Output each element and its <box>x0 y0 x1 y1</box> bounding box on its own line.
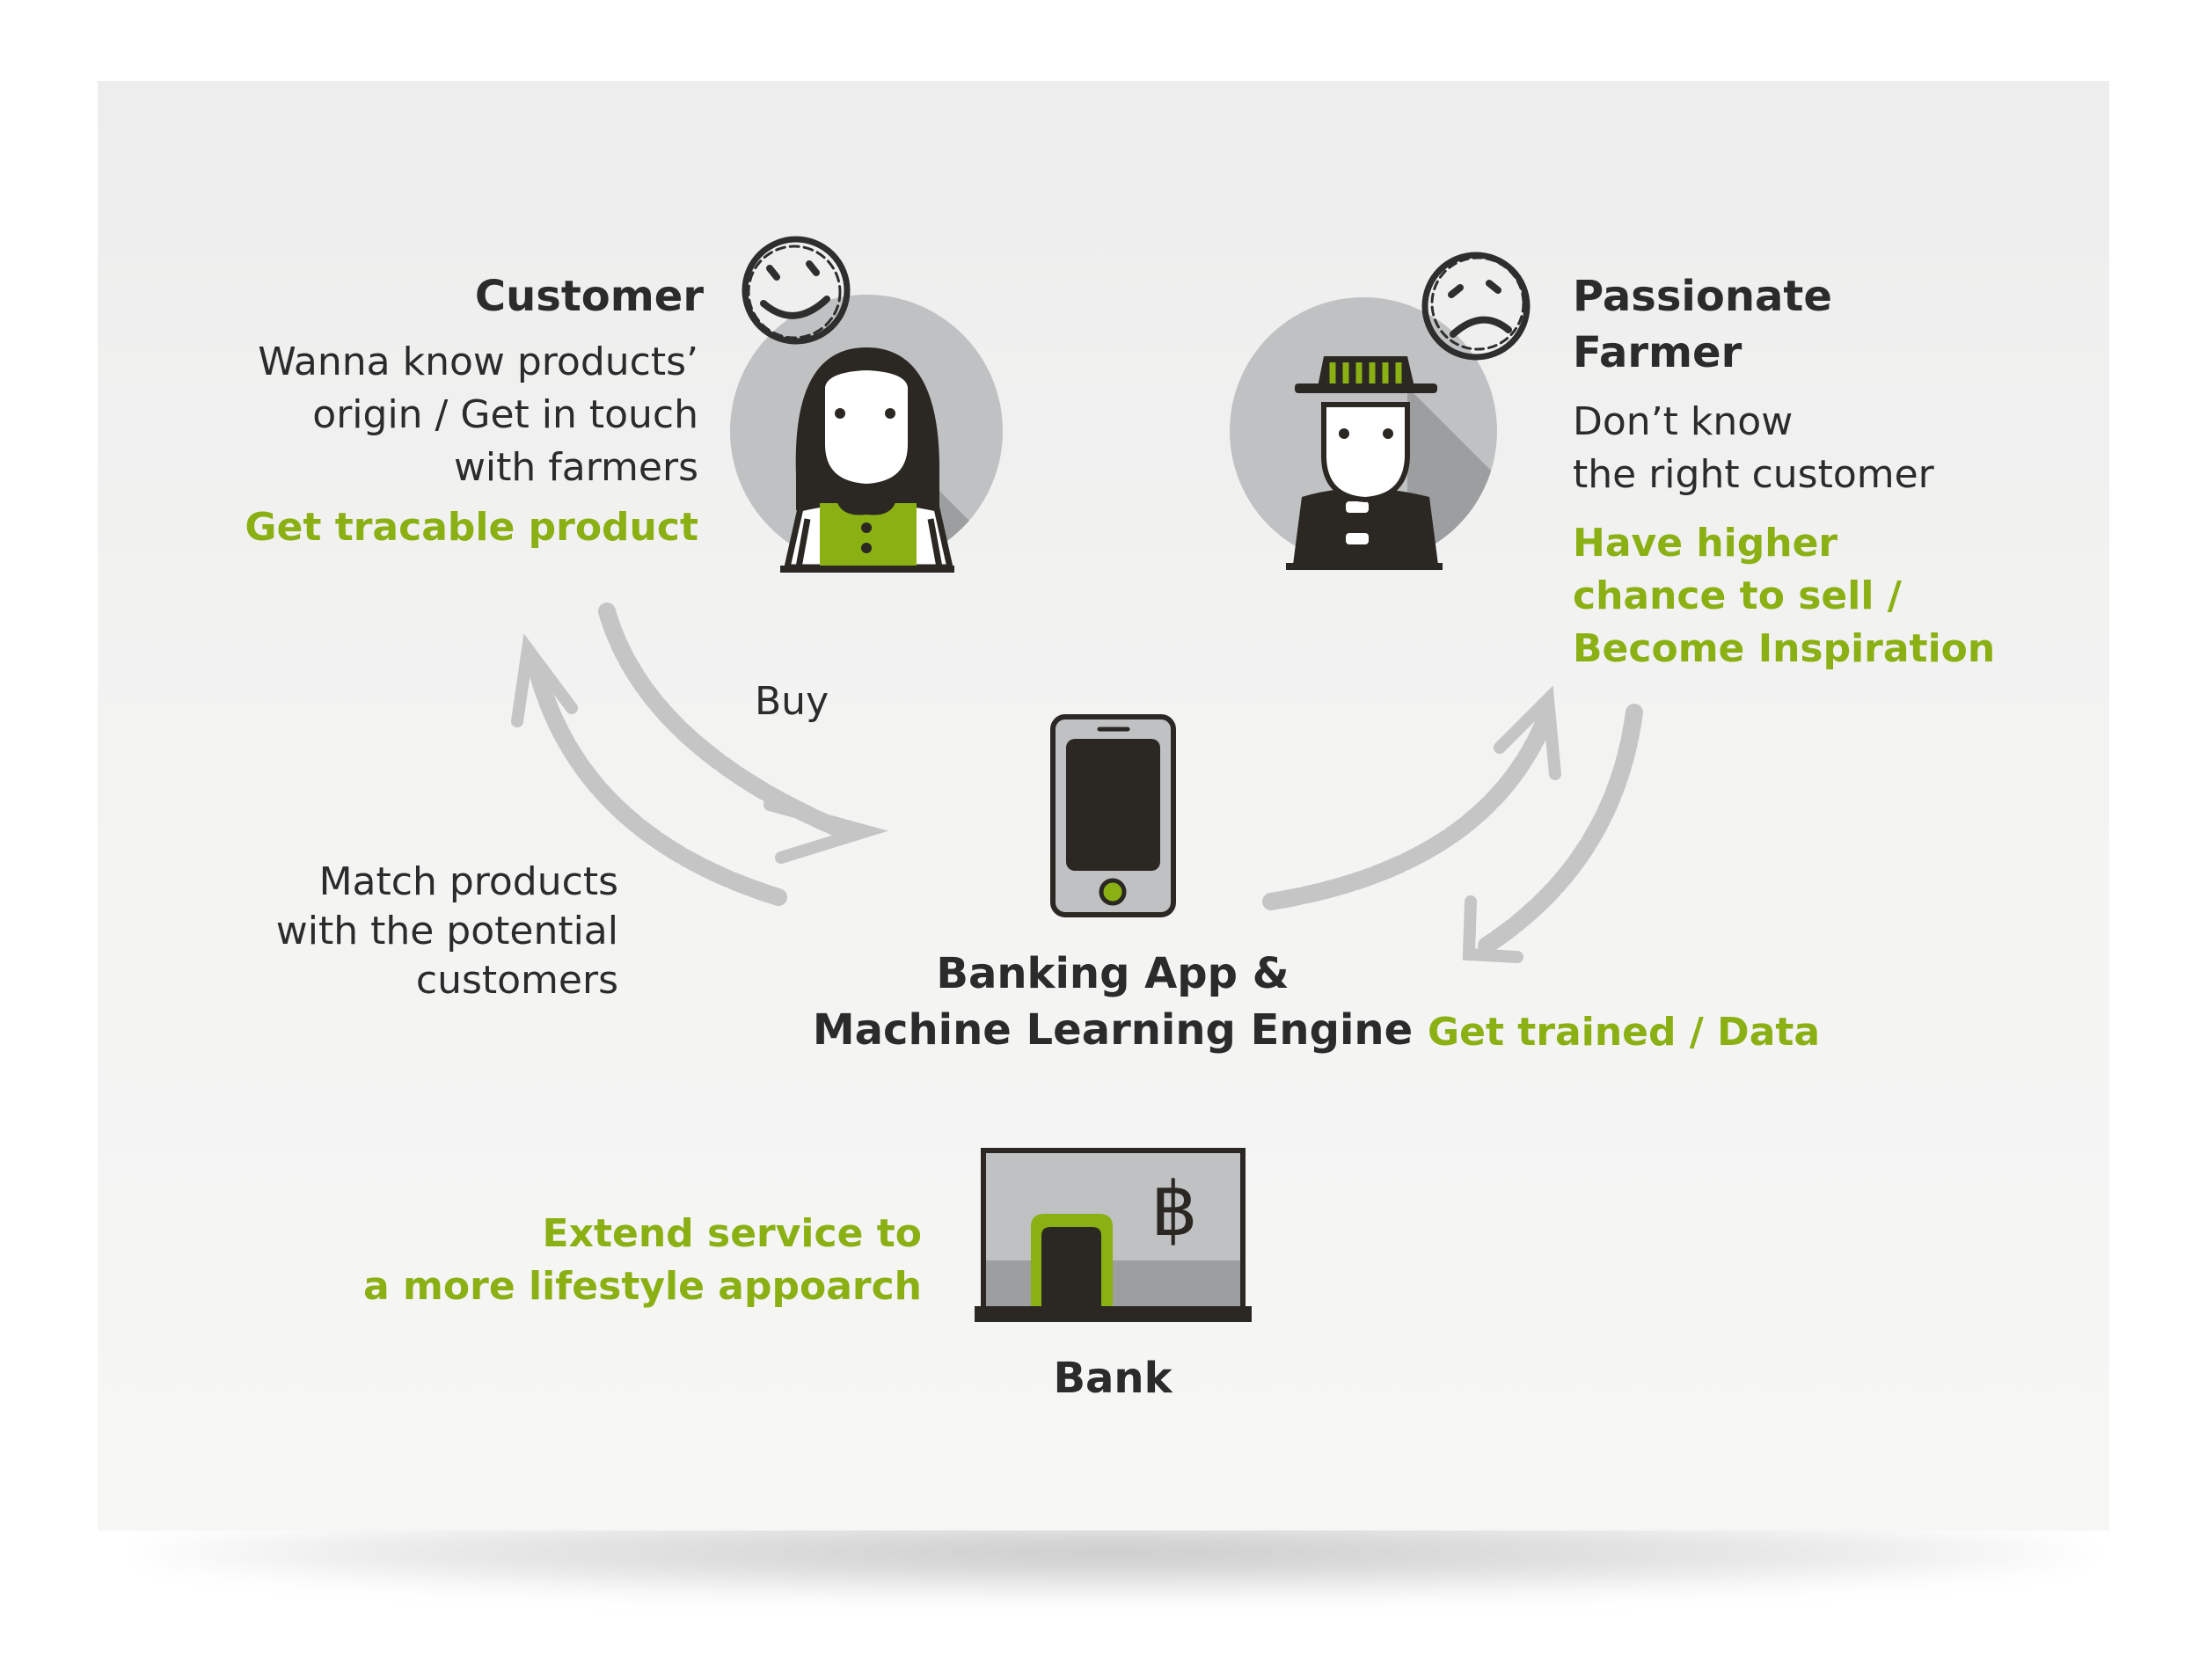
bank-building-icon <box>975 1148 1252 1322</box>
match-label-line: with the potential <box>275 909 618 953</box>
customer-description-line: with farmers <box>453 445 698 490</box>
app-title: Banking App & Machine Learning Engine <box>796 946 1429 1058</box>
sad-face-icon <box>1421 252 1531 361</box>
bank-benefit-line: a more lifestyle appoarch <box>363 1264 922 1309</box>
farmer-description-line: Don’t know <box>1573 399 1794 444</box>
farmer-avatar-icon <box>1230 297 1497 570</box>
buy-label: Buy <box>755 679 829 724</box>
farmer-description: Don’t know the right customer <box>1573 396 1934 501</box>
farmer-title-line: Farmer <box>1573 328 1742 377</box>
app-title-line: Banking App & <box>936 949 1289 998</box>
customer-description-line: Wanna know products’ <box>258 340 698 384</box>
match-label: Match products with the potential custom… <box>276 858 618 1005</box>
farmer-title-line: Passionate <box>1573 272 1832 321</box>
farmer-benefit-line: Become Inspiration <box>1573 626 1996 671</box>
farmer-benefit: Have higher chance to sell / Become Insp… <box>1573 517 1995 676</box>
farmer-title: Passionate Farmer <box>1573 268 1832 381</box>
match-label-line: Match products <box>318 859 618 904</box>
customer-description: Wanna know products’ origin / Get in tou… <box>258 336 698 494</box>
arrow-match <box>511 633 787 906</box>
bank-benefit-line: Extend service to <box>542 1211 922 1256</box>
trained-label: Get trained / Data <box>1428 1010 1821 1055</box>
farmer-description-line: the right customer <box>1573 452 1934 497</box>
match-label-line: customers <box>415 958 618 1003</box>
farmer-benefit-line: chance to sell / <box>1573 573 1902 618</box>
smiley-face-icon <box>742 236 851 345</box>
bank-benefit: Extend service to a more lifestyle appoa… <box>363 1208 922 1313</box>
app-title-line: Machine Learning Engine <box>812 1005 1414 1055</box>
bank-title: Bank <box>1053 1354 1173 1403</box>
arrow-from-farmer <box>1462 704 1643 963</box>
farmer-benefit-line: Have higher <box>1573 521 1838 566</box>
arrow-buy <box>598 603 889 864</box>
customer-benefit: Get tracable product <box>245 505 698 550</box>
woman-avatar-icon <box>730 295 1003 573</box>
customer-title: Customer <box>474 272 704 321</box>
smartphone-icon <box>1050 714 1176 917</box>
arrow-to-farmer <box>1262 685 1561 910</box>
customer-description-line: origin / Get in touch <box>312 392 698 437</box>
bank-currency-symbol: ฿ <box>1151 1166 1197 1253</box>
